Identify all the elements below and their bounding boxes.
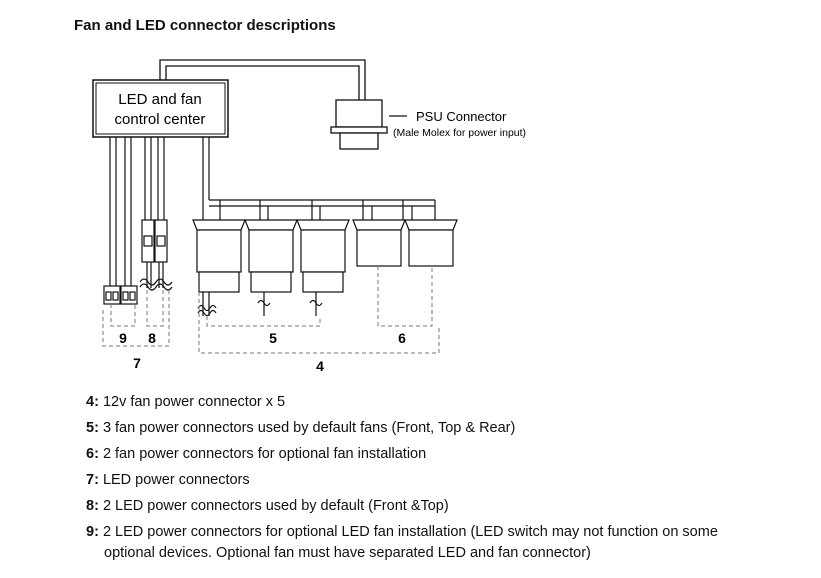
legend-item-5: 5: 3 fan power connectors used by defaul… — [86, 420, 516, 436]
led-connector-group-8 — [139, 219, 173, 291]
fan-connector-group-6 — [352, 219, 458, 267]
control-center-box: LED and fan control center — [92, 79, 229, 138]
group-label-9: 9 — [119, 330, 127, 346]
psu-sublabel: (Male Molex for power input) — [393, 127, 526, 139]
group-brackets — [102, 266, 440, 354]
control-center-label-line2: control center — [115, 111, 206, 128]
page-title: Fan and LED connector descriptions — [74, 17, 336, 34]
led-connector-group-9 — [103, 285, 138, 305]
group-label-6: 6 — [398, 330, 406, 346]
psu-cable — [159, 59, 366, 100]
led-wires — [109, 137, 165, 288]
legend: 4: 12v fan power connector x 5 5: 3 fan … — [86, 389, 806, 564]
group-label-4: 4 — [316, 358, 324, 374]
group-label-7: 7 — [133, 355, 141, 371]
psu-label: PSU Connector — [416, 109, 507, 124]
control-center-label-line1: LED and fan — [118, 91, 201, 108]
legend-item-9: 9: 2 LED power connectors for optional L… — [86, 524, 718, 561]
fan-connector-group-5 — [192, 219, 350, 317]
legend-item-4: 4: 12v fan power connector x 5 — [86, 394, 286, 410]
legend-item-6: 6: 2 fan power connectors for optional f… — [86, 446, 427, 462]
connector-diagram: LED and fan control center PSU Connector… — [92, 59, 526, 374]
legend-item-7: 7: LED power connectors — [86, 472, 250, 488]
group-label-8: 8 — [148, 330, 156, 346]
fan-cable-bus — [202, 137, 436, 220]
legend-item-8: 8: 2 LED power connectors used by defaul… — [86, 498, 449, 514]
psu-connector — [330, 99, 407, 150]
group-label-5: 5 — [269, 330, 277, 346]
